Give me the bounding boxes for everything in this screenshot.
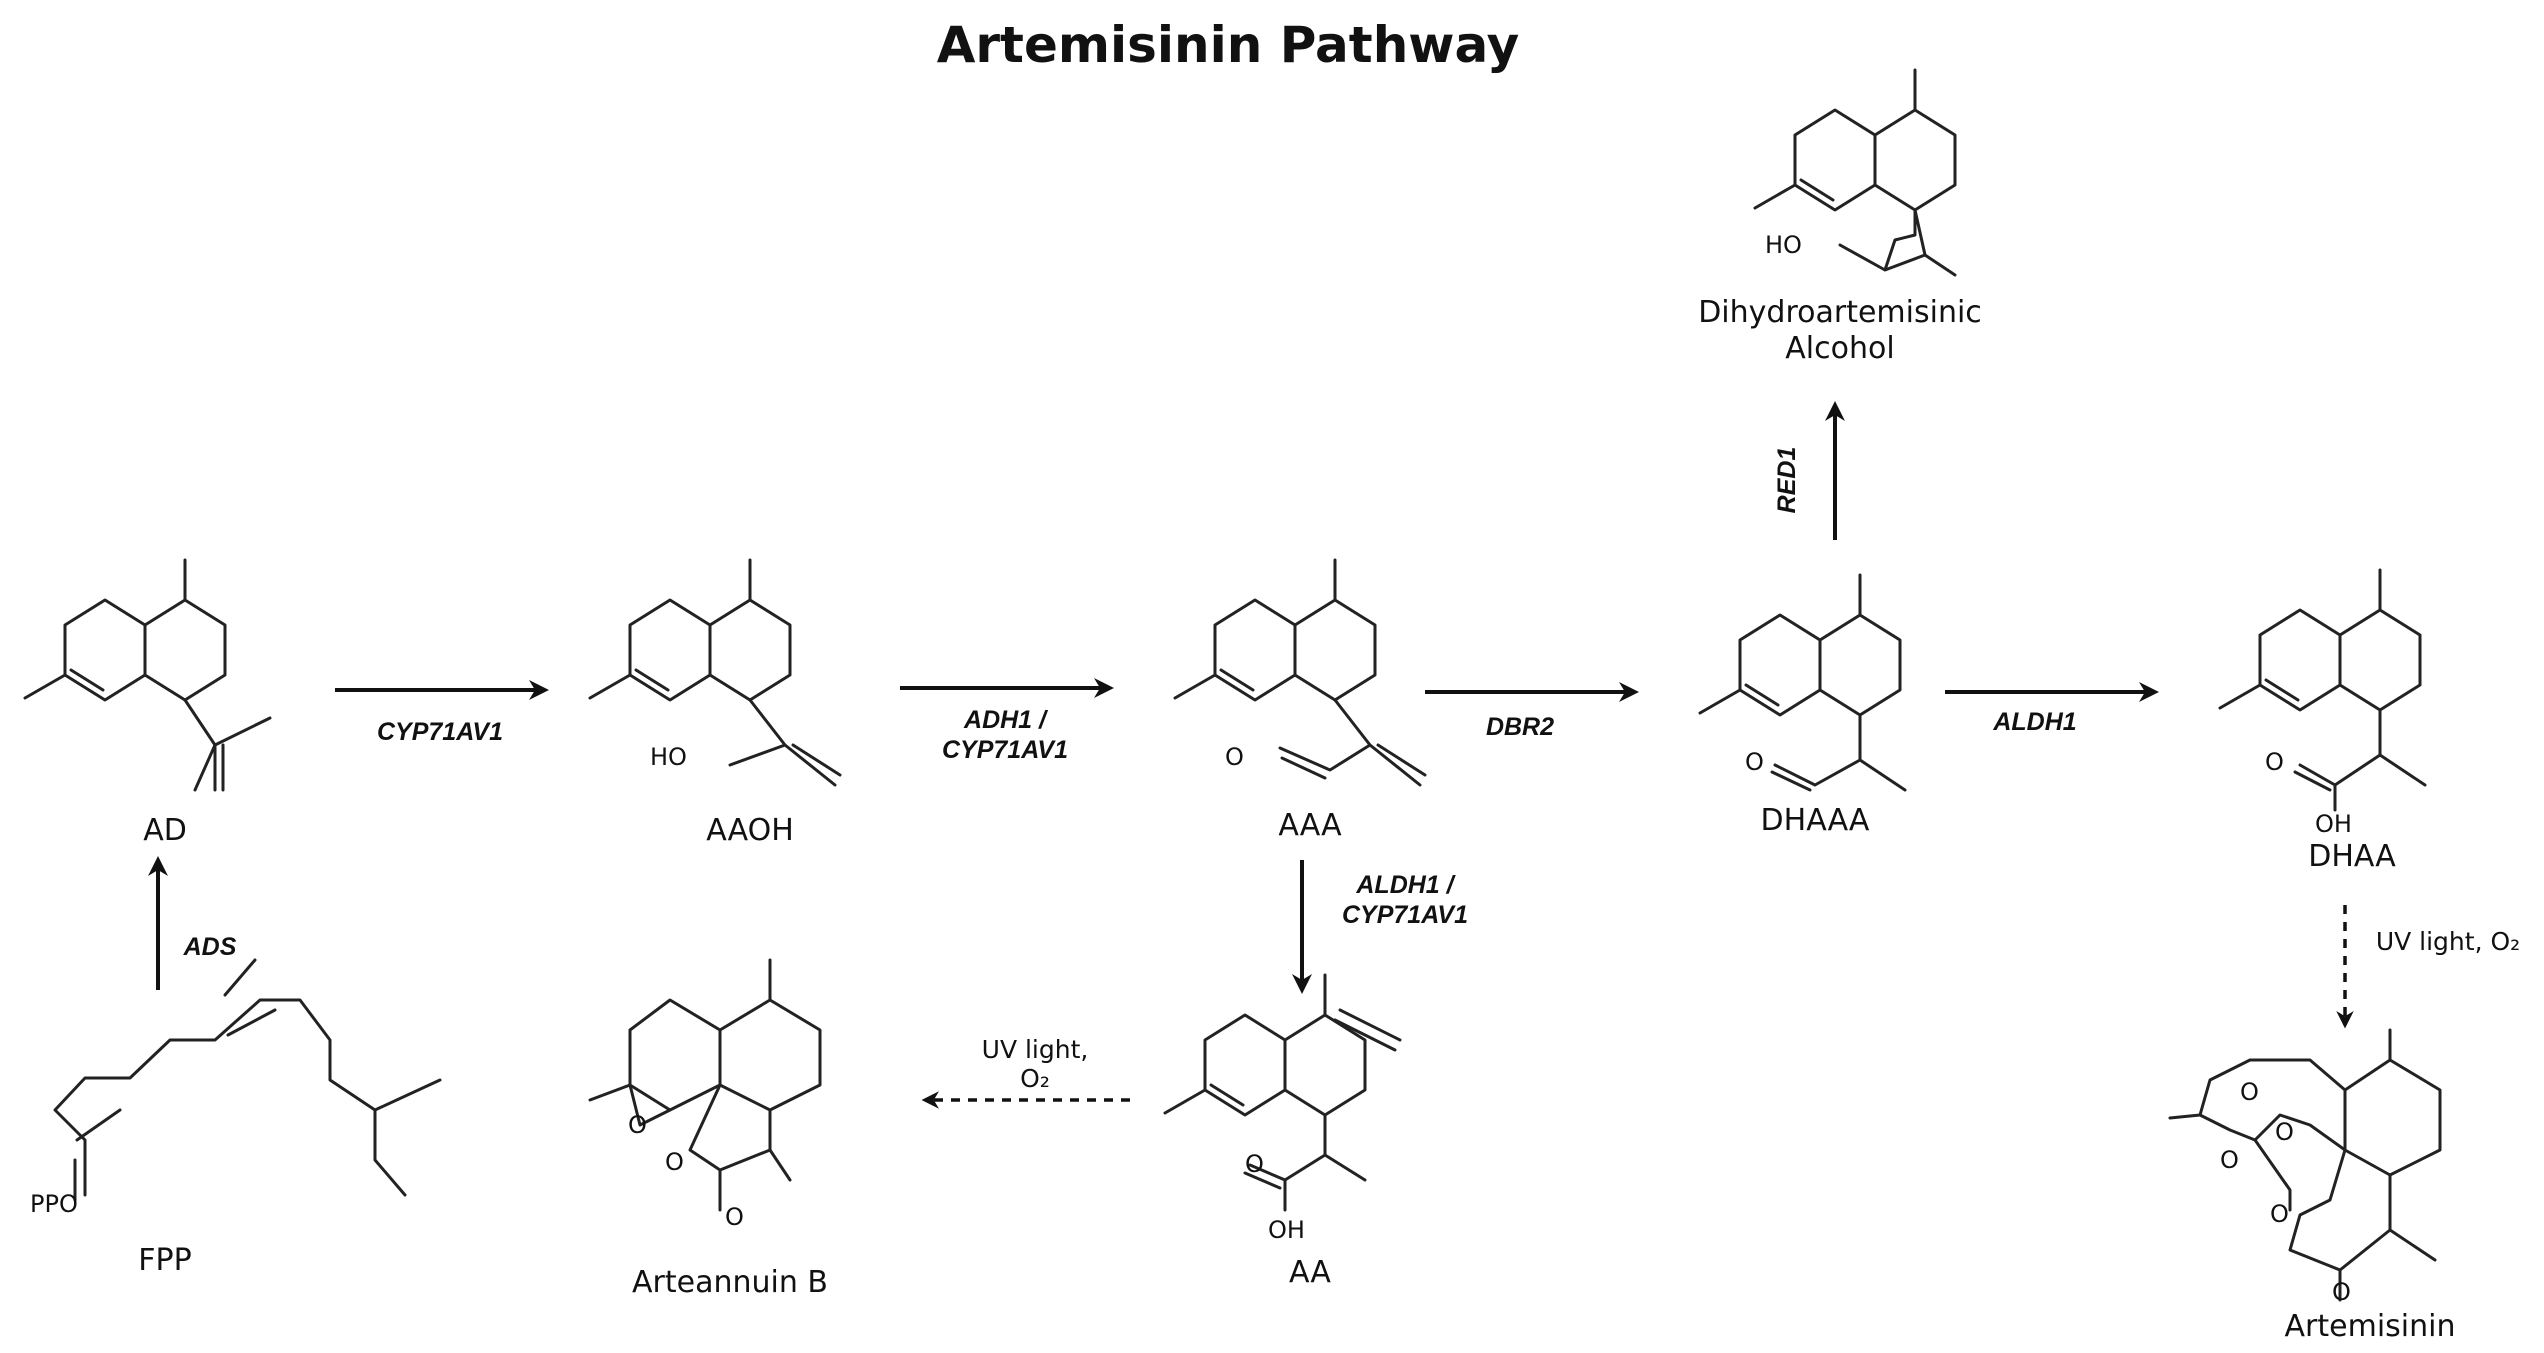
atom-ho-aaoh: HO: [650, 743, 687, 771]
atom-o-aaa: O: [1225, 743, 1244, 771]
atom-o-aa: O: [1245, 1150, 1264, 1178]
atom-o-dhaaa: O: [1745, 748, 1764, 776]
molecule-dhaaa: [1698, 573, 1907, 792]
compound-label-dhaa: DHAA: [2308, 839, 2396, 874]
atom-o-carbonyl: O: [2332, 1278, 2351, 1306]
compound-label-aa: AA: [1289, 1255, 1331, 1290]
atom-o-ring: O: [2220, 1146, 2239, 1174]
diagram-title: Artemisinin Pathway: [937, 16, 1520, 74]
atom-o-peroxide-1: O: [2240, 1078, 2259, 1106]
compound-label-artemisinin: Artemisinin: [2285, 1309, 2456, 1344]
enzyme-label-aldh1-cyp-line1: ALDH1 /: [1355, 871, 1456, 899]
enzyme-label-dbr2: DBR2: [1486, 713, 1554, 741]
atom-ho-dha-alcohol: HO: [1765, 231, 1802, 259]
compound-label-dhaaa: DHAAA: [1761, 803, 1870, 838]
atom-ppo: PPO: [30, 1190, 78, 1218]
atom-o-epoxide: O: [628, 1111, 647, 1139]
enzyme-label-adh1-line1: ADH1 /: [963, 706, 1049, 734]
enzyme-label-cyp71av1: CYP71AV1: [377, 718, 503, 746]
compound-label-arteannuin-b: Arteannuin B: [632, 1265, 828, 1300]
compound-label-fpp: FPP: [138, 1243, 191, 1278]
compound-label-ad: AD: [143, 813, 187, 848]
enzyme-label-adh1-line2: CYP71AV1: [942, 736, 1068, 764]
condition-uv-left-line1: UV light,: [982, 1035, 1089, 1064]
condition-uv-right: UV light, O₂: [2376, 927, 2520, 956]
atom-o-peroxide-2: O: [2275, 1118, 2294, 1146]
enzyme-label-ads: ADS: [183, 933, 237, 961]
molecule-arteannuin-b: [588, 958, 822, 1212]
molecule-dhaa: [2218, 568, 2427, 812]
atom-o-lactone-ring: O: [665, 1148, 684, 1176]
compound-label-dha-alcohol-line2: Alcohol: [1785, 331, 1894, 366]
molecule-aaoh: [588, 558, 842, 787]
compound-label-aaa: AAA: [1278, 808, 1342, 843]
molecule-artemisinin: [2168, 1028, 2442, 1302]
atom-o-dhaa: O: [2265, 748, 2284, 776]
enzyme-label-aldh1-cyp-line2: CYP71AV1: [1342, 901, 1468, 929]
molecule-fpp: [53, 958, 442, 1202]
enzyme-label-aldh1: ALDH1: [1992, 708, 2076, 736]
molecule-ad: [23, 558, 272, 792]
atom-o-lactone: O: [2270, 1200, 2289, 1228]
molecule-aaa: [1173, 558, 1427, 787]
atom-o-lactone-carbonyl: O: [725, 1203, 744, 1231]
condition-uv-left-line2: O₂: [1020, 1064, 1050, 1093]
enzyme-label-red1: RED1: [1773, 447, 1801, 514]
atom-oh-dhaa: OH: [2315, 810, 2352, 838]
compound-label-dha-alcohol-line1: Dihydroartemisinic: [1698, 295, 1982, 330]
atom-oh-aa: OH: [1268, 1216, 1305, 1244]
molecule-dihydroartemisinic-alcohol: [1753, 68, 1957, 277]
molecule-aa: [1163, 973, 1402, 1212]
compound-label-aaoh: AAOH: [706, 813, 794, 848]
